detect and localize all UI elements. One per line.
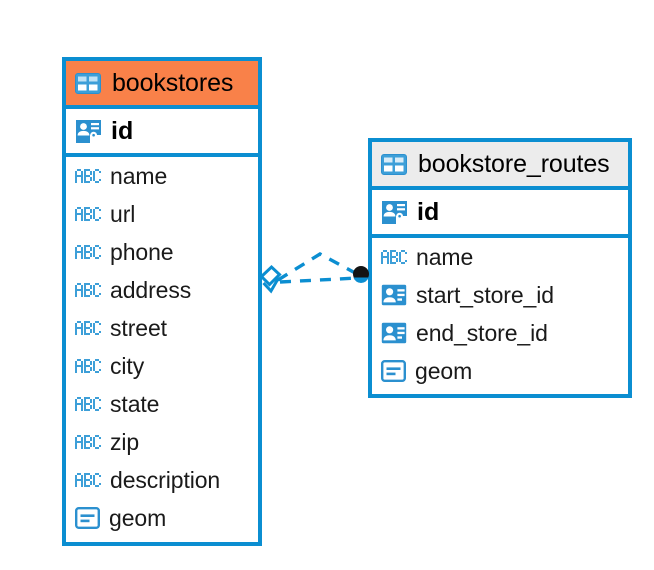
relationship-source-endpoint xyxy=(259,264,282,294)
abc-text-icon xyxy=(75,473,101,487)
abc-text-icon xyxy=(75,245,101,259)
column-label: geom xyxy=(415,357,473,384)
entity-title-label: bookstore_routes xyxy=(418,149,610,178)
column-row[interactable]: url xyxy=(66,195,258,233)
column-row[interactable]: zip xyxy=(66,423,258,461)
column-label: street xyxy=(110,314,167,341)
column-row[interactable]: name xyxy=(372,238,628,276)
column-row[interactable]: street xyxy=(66,309,258,347)
abc-text-icon xyxy=(75,359,101,373)
abc-text-icon xyxy=(75,207,101,221)
geometry-icon xyxy=(381,360,406,382)
column-label: phone xyxy=(110,238,174,265)
foreign-key-icon xyxy=(381,284,407,306)
abc-text-icon xyxy=(381,250,407,264)
column-label: name xyxy=(416,243,474,270)
column-label: id xyxy=(111,116,134,145)
abc-text-icon xyxy=(75,169,101,183)
column-row-primary-key[interactable]: id xyxy=(66,109,258,157)
entity-header-bookstores[interactable]: bookstores xyxy=(66,61,258,109)
abc-text-icon xyxy=(75,283,101,297)
geometry-icon xyxy=(75,507,100,529)
relationship-line-upper xyxy=(277,252,360,282)
abc-text-icon xyxy=(75,397,101,411)
column-row[interactable]: city xyxy=(66,347,258,385)
column-row[interactable]: phone xyxy=(66,233,258,271)
column-row[interactable]: description xyxy=(66,461,258,499)
primary-key-icon xyxy=(75,119,102,144)
abc-text-icon xyxy=(75,321,101,335)
column-list-bookstores: name xyxy=(66,157,258,537)
column-label: geom xyxy=(109,504,167,531)
column-label: zip xyxy=(110,428,140,455)
column-row[interactable]: address xyxy=(66,271,258,309)
entity-table-bookstores[interactable]: bookstores id xyxy=(62,57,262,546)
foreign-key-icon xyxy=(381,322,407,344)
column-label: url xyxy=(110,200,136,227)
column-list-bookstore-routes: name start_store_id xyxy=(372,238,628,390)
column-label: end_store_id xyxy=(416,319,548,346)
column-label: description xyxy=(110,466,221,493)
table-icon xyxy=(75,72,101,94)
relationship-target-endpoint xyxy=(353,266,369,284)
column-row[interactable]: name xyxy=(66,157,258,195)
column-row[interactable]: end_store_id xyxy=(372,314,628,352)
column-label: state xyxy=(110,390,160,417)
table-icon xyxy=(381,153,407,175)
column-row[interactable]: geom xyxy=(66,499,258,537)
column-row[interactable]: state xyxy=(66,385,258,423)
abc-text-icon xyxy=(75,435,101,449)
column-label: id xyxy=(417,197,440,226)
entity-title-label: bookstores xyxy=(112,68,234,97)
column-row[interactable]: geom xyxy=(372,352,628,390)
relationship-line-lower xyxy=(279,276,359,284)
column-label: start_store_id xyxy=(416,281,554,308)
entity-header-bookstore-routes[interactable]: bookstore_routes xyxy=(372,142,628,190)
column-row-primary-key[interactable]: id xyxy=(372,190,628,238)
primary-key-icon xyxy=(381,200,408,225)
column-label: name xyxy=(110,162,168,189)
column-label: city xyxy=(110,352,145,379)
entity-table-bookstore-routes[interactable]: bookstore_routes id xyxy=(368,138,632,398)
column-row[interactable]: start_store_id xyxy=(372,276,628,314)
column-label: address xyxy=(110,276,192,303)
